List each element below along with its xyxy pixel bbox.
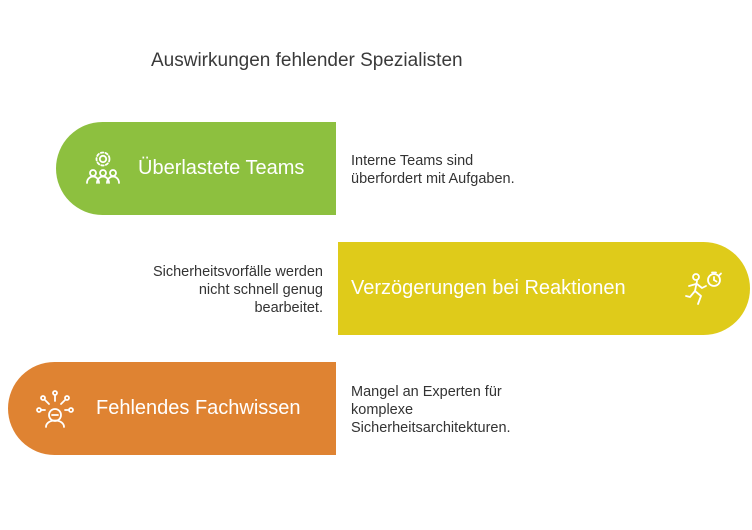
item-label: Verzögerungen bei Reaktionen <box>351 277 626 299</box>
item-delayed-reactions: Verzögerungen bei Reaktionen <box>338 242 750 335</box>
item-overloaded-teams: Überlastete Teams <box>56 122 336 215</box>
thinking-expert-icon <box>34 388 76 430</box>
item-missing-expertise: Fehlendes Fachwissen <box>8 362 336 455</box>
diagram-title: Auswirkungen fehlender Spezialisten <box>151 50 463 71</box>
running-stopwatch-icon <box>684 268 726 310</box>
item-description: Interne Teams sind überfordert mit Aufga… <box>351 153 515 187</box>
item-label: Überlastete Teams <box>138 157 305 179</box>
item-description: Sicherheitsvorfälle werden nicht schnell… <box>152 264 323 316</box>
overloaded-team-icon <box>82 148 124 190</box>
item-label: Fehlendes Fachwissen <box>96 397 301 419</box>
item-description: Mangel an Experten für komplexe Sicherhe… <box>351 384 511 436</box>
